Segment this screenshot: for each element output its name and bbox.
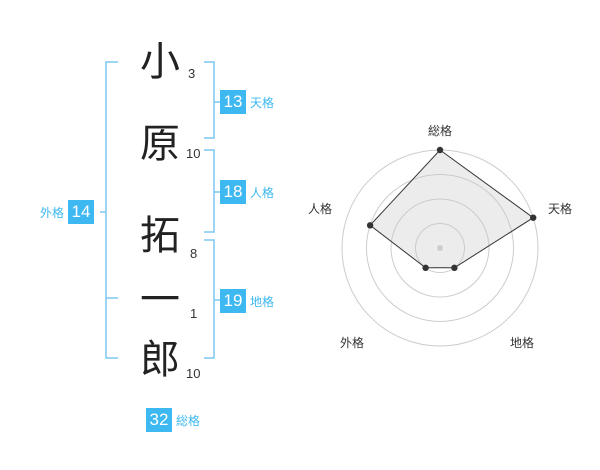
name-char-5: 郎 [140, 337, 180, 383]
radar-label-jinkaku: 人格 [308, 202, 333, 216]
radar-center [437, 245, 443, 251]
radar-label-tenkaku: 天格 [548, 202, 573, 216]
chikaku-group: 19 地格 [220, 289, 274, 313]
soukaku-group: 32 総格 [146, 408, 200, 432]
gaikaku-bracket [105, 61, 118, 359]
stroke-count-4: 1 [190, 306, 198, 321]
name-char-2: 原 [140, 121, 180, 167]
stroke-count-1: 3 [188, 66, 196, 81]
radar-chart [341, 146, 539, 347]
radar-point-1 [436, 146, 444, 154]
stroke-count-2: 10 [186, 146, 201, 161]
jinkaku-label: 人格 [250, 185, 275, 200]
radar-ring-3 [366, 174, 514, 322]
radar-point-5 [366, 222, 374, 229]
radar-label-gaikaku: 外格 [340, 336, 365, 350]
stroke-count-3: 8 [190, 246, 198, 261]
gaikaku-value: 14 [68, 200, 95, 224]
radar-area [369, 149, 535, 269]
gaikaku-label: 外格 [40, 205, 65, 220]
radar-point-3 [451, 264, 458, 271]
soukaku-label: 総格 [176, 413, 201, 428]
jinkaku-bracket [204, 149, 215, 233]
tenkaku-label: 天格 [250, 95, 275, 110]
chikaku-bracket [204, 239, 215, 359]
radar-label-chikaku: 地格 [510, 336, 535, 350]
tenkaku-group: 13 天格 [220, 90, 274, 114]
jinkaku-value: 18 [220, 180, 246, 204]
name-char-1: 小 [140, 39, 180, 85]
name-char-4: 一 [140, 277, 180, 323]
chikaku-value: 19 [220, 289, 246, 313]
radar-point-2 [530, 214, 537, 221]
radar-point-4 [422, 264, 429, 271]
soukaku-value: 32 [146, 408, 172, 432]
radar-label-soukaku: 総格 [428, 124, 453, 138]
jinkaku-group: 18 人格 [220, 180, 274, 204]
chikaku-label: 地格 [250, 294, 275, 309]
radar-ring-1 [415, 223, 465, 273]
stroke-count-5: 10 [186, 366, 201, 381]
name-char-3: 拓 [140, 213, 180, 259]
radar-ring-2 [390, 198, 490, 298]
gaikaku-group: 外格 14 [40, 200, 95, 224]
tenkaku-value: 13 [220, 90, 246, 114]
tenkaku-bracket [204, 61, 215, 139]
